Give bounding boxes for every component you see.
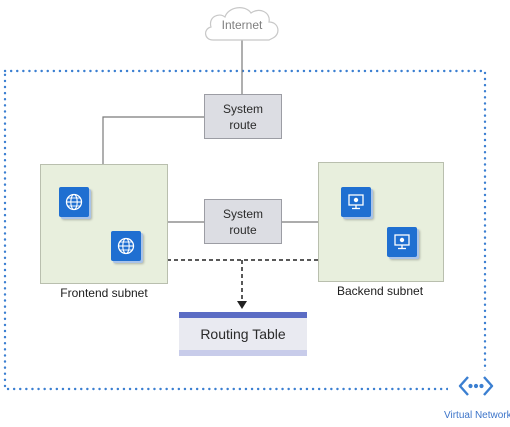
- backend-subnet: [318, 162, 444, 282]
- route-label-line2: route: [229, 117, 257, 132]
- route-label-line1: System: [222, 101, 263, 116]
- arrow-head: [237, 301, 247, 309]
- monitor-icon: [341, 187, 371, 217]
- virtual-network-boundary: [3, 69, 487, 391]
- cloud-icon: [205, 7, 279, 41]
- globe-icon: [59, 187, 89, 217]
- route-label-line1: System: [222, 206, 263, 221]
- virtual-network-label: Virtual Network: [444, 410, 510, 421]
- system-route-mid: System route: [204, 199, 282, 244]
- internet-cloud: Internet: [201, 3, 283, 43]
- virtual-network-badge: Virtual Network: [444, 371, 510, 423]
- frontend-subnet: [40, 164, 168, 284]
- system-route-top: System route: [204, 94, 282, 139]
- routing-table-label: Routing Table: [200, 326, 286, 342]
- frontend-subnet-label: Frontend subnet: [60, 286, 148, 300]
- routing-table: Routing Table: [179, 312, 307, 356]
- monitor-icon: [387, 227, 417, 257]
- route-label-line2: route: [229, 222, 257, 237]
- globe-icon: [111, 231, 141, 261]
- backend-subnet-label: Backend subnet: [336, 284, 424, 298]
- virtual-network-icon: [448, 371, 504, 401]
- internet-label: Internet: [221, 18, 263, 32]
- route-to-frontend-line: [102, 116, 204, 165]
